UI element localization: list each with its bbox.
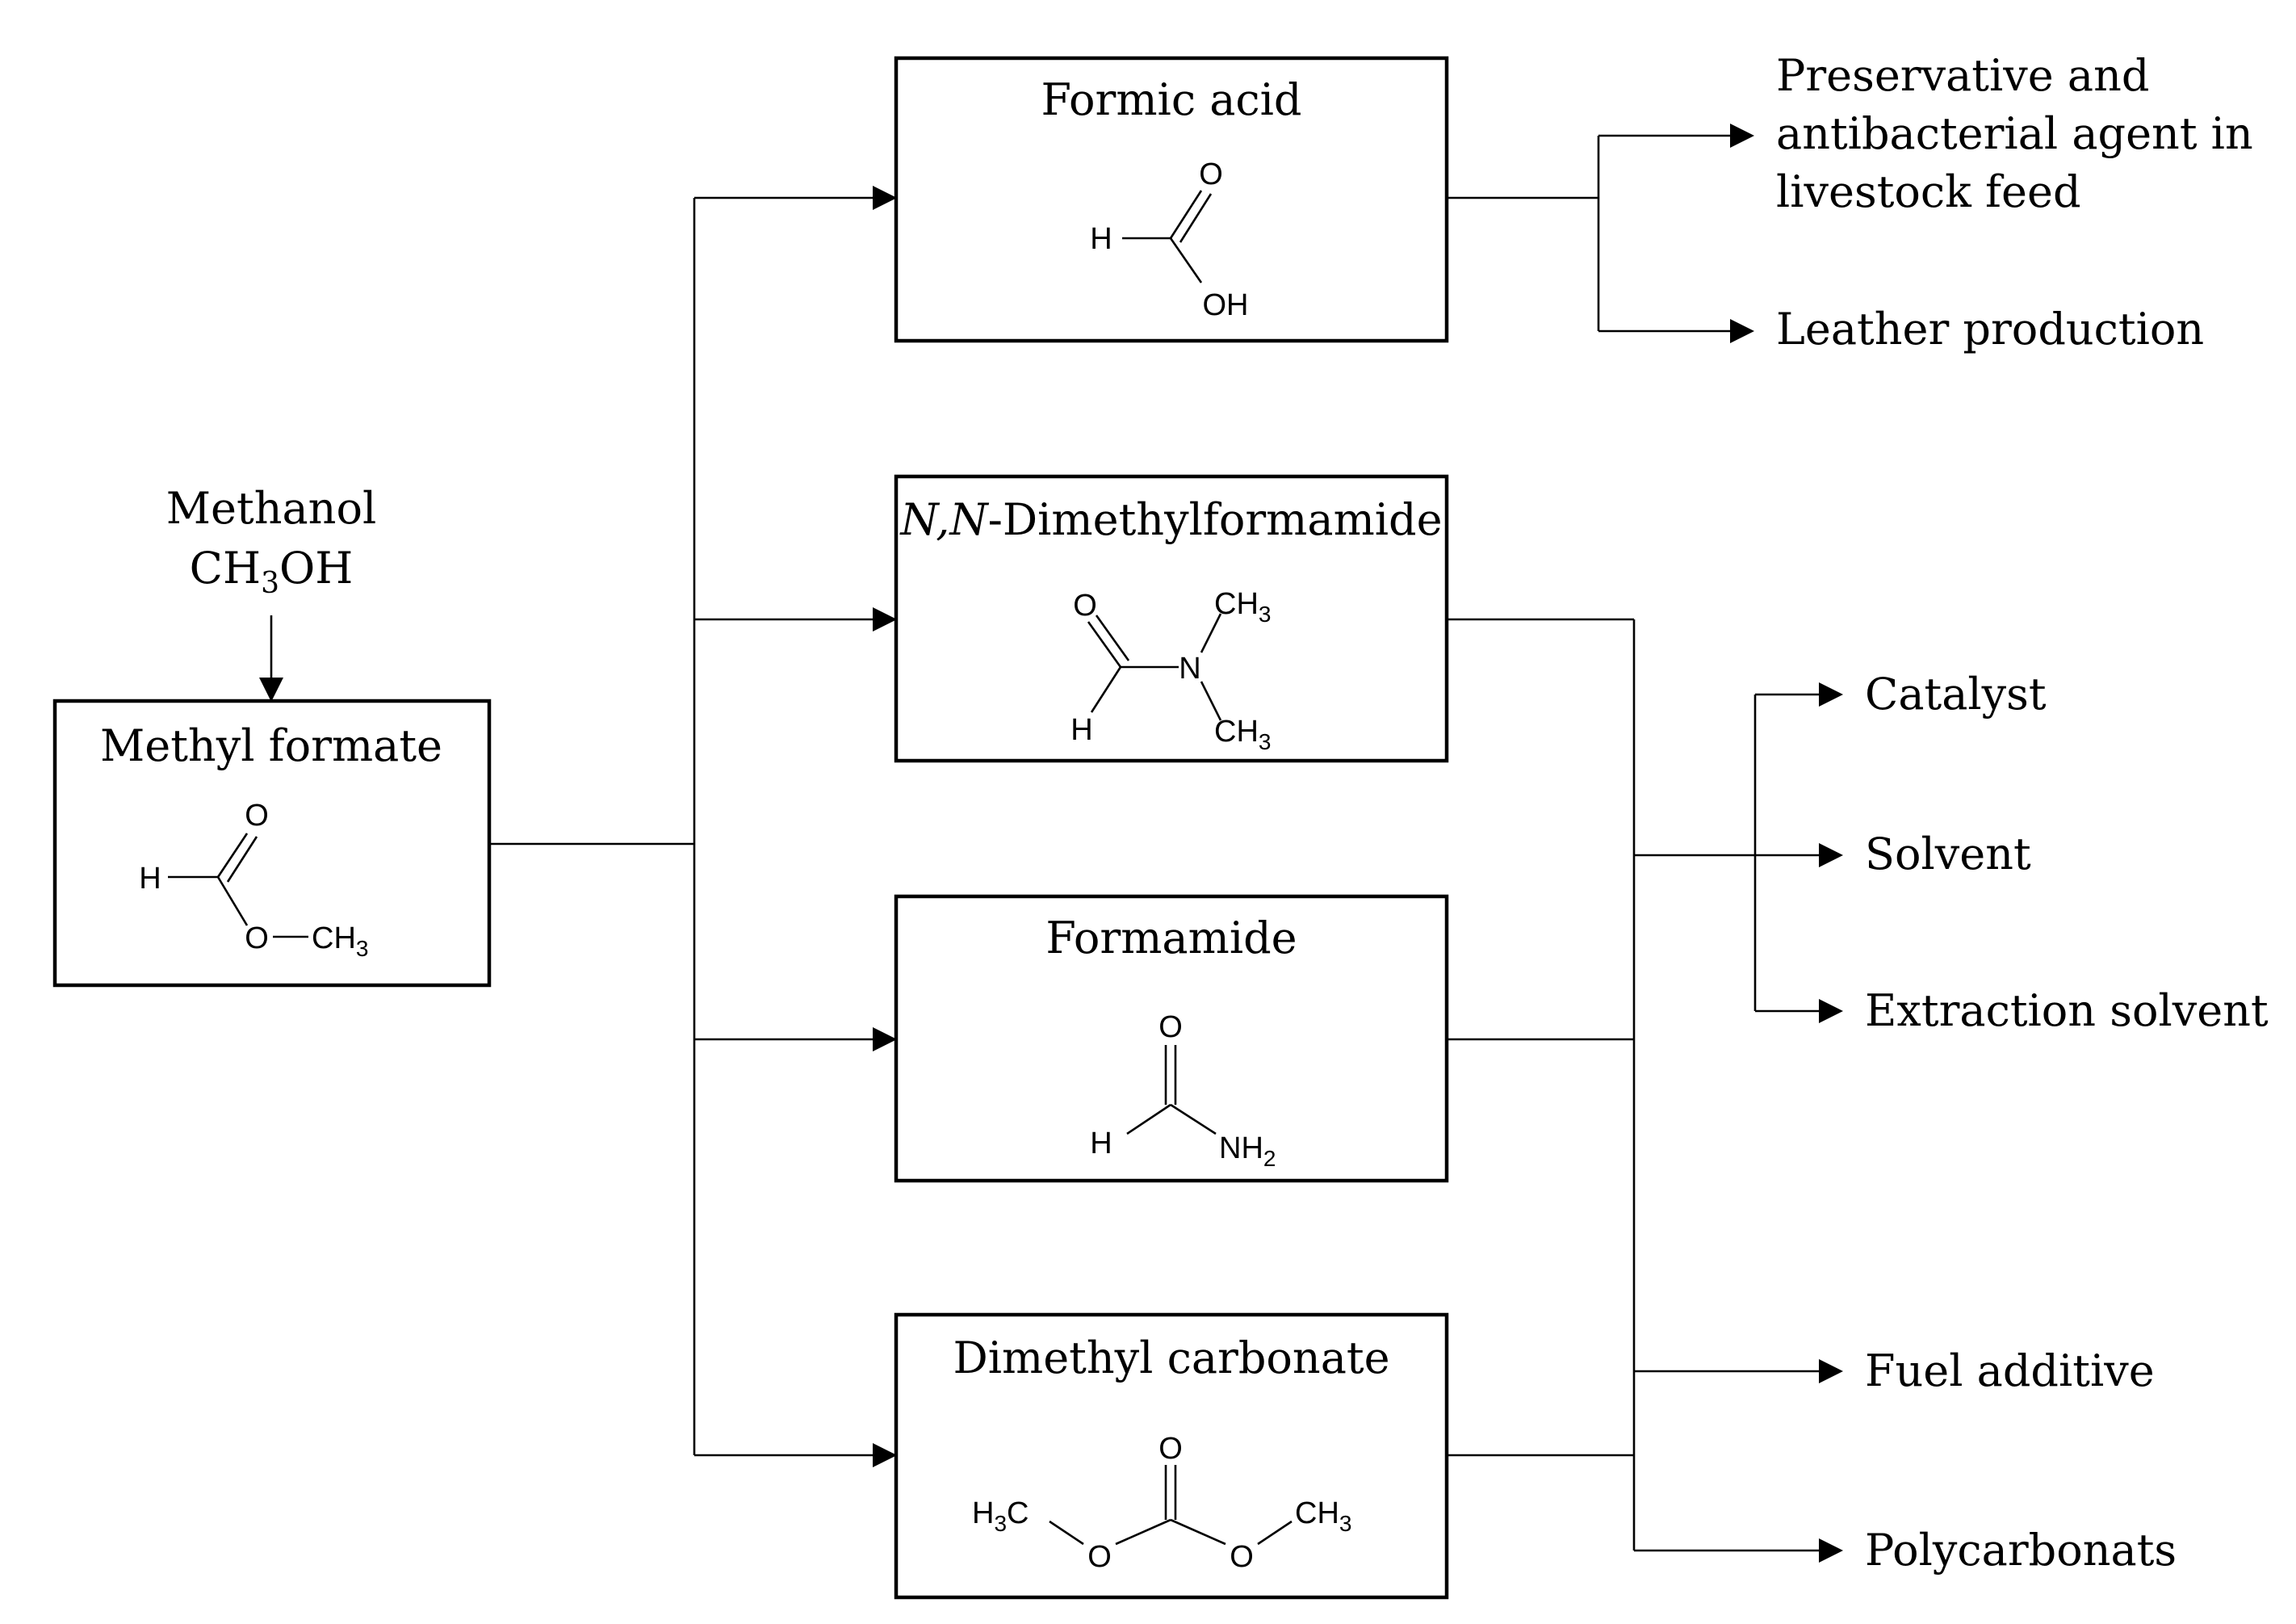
methanol-source: Methanol CH3OH — [166, 483, 376, 702]
formamide-box: Formamide O H NH2 — [894, 894, 1449, 1183]
svg-text:CH3: CH3 — [1295, 1496, 1351, 1536]
svg-text:CH3: CH3 — [312, 921, 368, 961]
svg-text:N: N — [1179, 652, 1200, 686]
svg-text:O: O — [245, 921, 269, 955]
svg-text:H: H — [1090, 222, 1112, 256]
svg-text:H: H — [139, 862, 161, 896]
polycarbonats-label: Polycarbonats — [1865, 1525, 2177, 1576]
svg-text:O: O — [1073, 589, 1097, 623]
svg-text:H: H — [1070, 713, 1092, 747]
methyl-formate-box: Methyl formate H O O CH3 — [52, 699, 492, 988]
catalyst-label: Catalyst — [1865, 669, 2047, 720]
svg-text:Preservative and: Preservative and — [1776, 50, 2149, 101]
solvent-connectors — [1447, 618, 1843, 1563]
preservative-label: Preservative and antibacterial agent in … — [1776, 50, 2253, 217]
svg-text:H3C: H3C — [972, 1496, 1029, 1536]
dmf-box: N,N-Dimethylformamide O H N CH3 CH3 — [894, 474, 1449, 763]
extraction-solvent-label: Extraction solvent — [1865, 985, 2269, 1036]
svg-text:O: O — [1230, 1540, 1254, 1574]
formic-acid-structure: H O OH — [1090, 157, 1248, 322]
svg-text:O: O — [1199, 157, 1223, 191]
svg-text:O: O — [245, 799, 269, 833]
svg-text:O: O — [1158, 1010, 1183, 1044]
formic-acid-box: Formic acid H O OH — [894, 56, 1449, 343]
trunk-connectors — [489, 186, 897, 1467]
svg-text:OH: OH — [1203, 288, 1249, 322]
dmf-title: N,N-Dimethylformamide — [899, 494, 1442, 545]
dmf-structure: O H N CH3 CH3 — [1070, 587, 1271, 754]
formic-acid-connectors — [1447, 124, 1754, 343]
methyl-formate-structure: H O O CH3 — [139, 799, 368, 961]
svg-text:livestock feed: livestock feed — [1776, 166, 2081, 217]
fuel-additive-label: Fuel additive — [1865, 1345, 2155, 1396]
svg-text:H: H — [1090, 1127, 1112, 1160]
leather-production-label: Leather production — [1776, 304, 2204, 355]
svg-text:NH2: NH2 — [1219, 1131, 1276, 1171]
dmc-title: Dimethyl carbonate — [953, 1332, 1389, 1383]
formamide-structure: O H NH2 — [1090, 1010, 1276, 1171]
formamide-title: Formamide — [1045, 913, 1297, 963]
methyl-formate-title: Methyl formate — [100, 720, 442, 771]
svg-text:antibacterial agent in: antibacterial agent in — [1776, 108, 2253, 159]
dmc-box: Dimethyl carbonate O O O H3C CH3 — [894, 1312, 1449, 1600]
svg-text:O: O — [1087, 1540, 1112, 1574]
dmc-structure: O O O H3C CH3 — [972, 1432, 1351, 1574]
methanol-label: Methanol — [166, 483, 376, 534]
svg-text:CH3: CH3 — [1214, 715, 1271, 754]
svg-text:CH3: CH3 — [1214, 587, 1271, 627]
svg-text:O: O — [1158, 1432, 1183, 1466]
formic-acid-title: Formic acid — [1041, 74, 1302, 125]
methanol-formula: CH3OH — [190, 543, 354, 600]
solvent-label: Solvent — [1865, 829, 2031, 879]
